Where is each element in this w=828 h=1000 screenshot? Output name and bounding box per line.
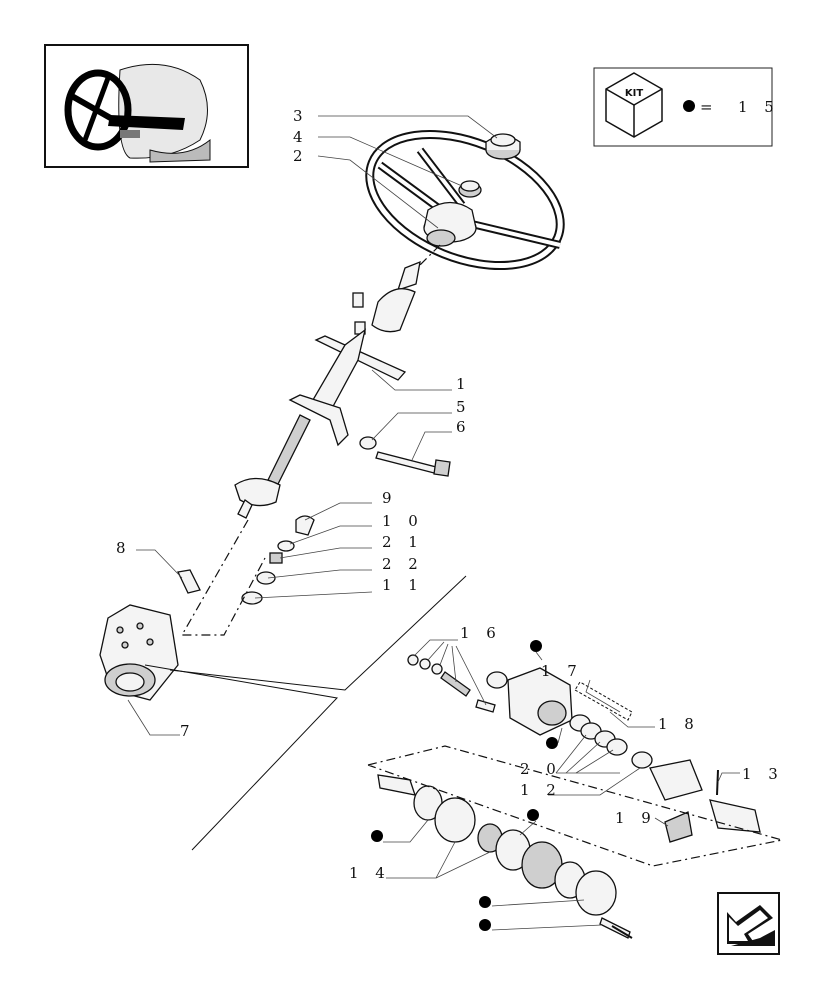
bolt-6 [375,451,451,477]
callout-9: 9 [382,489,398,507]
callout-14: 1 4 [349,864,391,882]
callout-5: 5 [456,398,472,416]
steering-column [234,260,421,519]
callout-17: 1 7 [541,662,583,680]
callout-21: 2 1 [382,533,424,551]
horn-cap [485,133,521,160]
steering-wheel-thumbnail-icon [44,44,249,168]
nut [458,180,482,198]
callout-11: 1 1 [382,576,424,594]
next-page-arrow-icon[interactable] [717,892,780,955]
small-parts-9-22 [241,515,315,605]
kit-dot-icon [479,896,491,908]
callout-4: 4 [293,128,309,146]
callout-3: 3 [293,107,309,125]
callout-1: 1 [456,375,472,393]
kit-equals: = [700,98,719,116]
callout-16: 1 6 [460,624,502,642]
detail-assembly [377,654,761,939]
callout-22: 2 2 [382,555,424,573]
callout-20: 2 0 [520,760,562,778]
callout-12: 1 2 [520,781,562,799]
callout-10: 1 0 [382,512,424,530]
kit-dot-icon [479,919,491,931]
kit-number: 1 5 [738,98,780,116]
kit-dot-icon [530,640,542,652]
callout-13: 1 3 [742,765,784,783]
callout-6: 6 [456,418,472,436]
callout-19: 1 9 [615,809,657,827]
kit-box-text: KIT [625,88,643,99]
leader-lines [127,115,740,931]
callout-18: 1 8 [658,715,700,733]
kit-dot-icon [683,100,695,112]
steering-unit-7 [99,604,179,701]
kit-box-icon: KIT [605,72,663,138]
plate-8 [177,569,201,594]
kit-legend: KIT = 1 5 [593,67,780,147]
kit-dot-icon [546,737,558,749]
kit-dot-icon [527,809,539,821]
callout-7: 7 [180,722,196,740]
callout-8: 8 [116,539,132,557]
callout-2: 2 [293,147,309,165]
callout-labels: 3 4 2 1 5 6 9 1 0 2 1 2 2 1 1 8 7 1 6 1 … [116,107,784,882]
kit-dot-icon [371,830,383,842]
steering-wheel [365,129,565,271]
